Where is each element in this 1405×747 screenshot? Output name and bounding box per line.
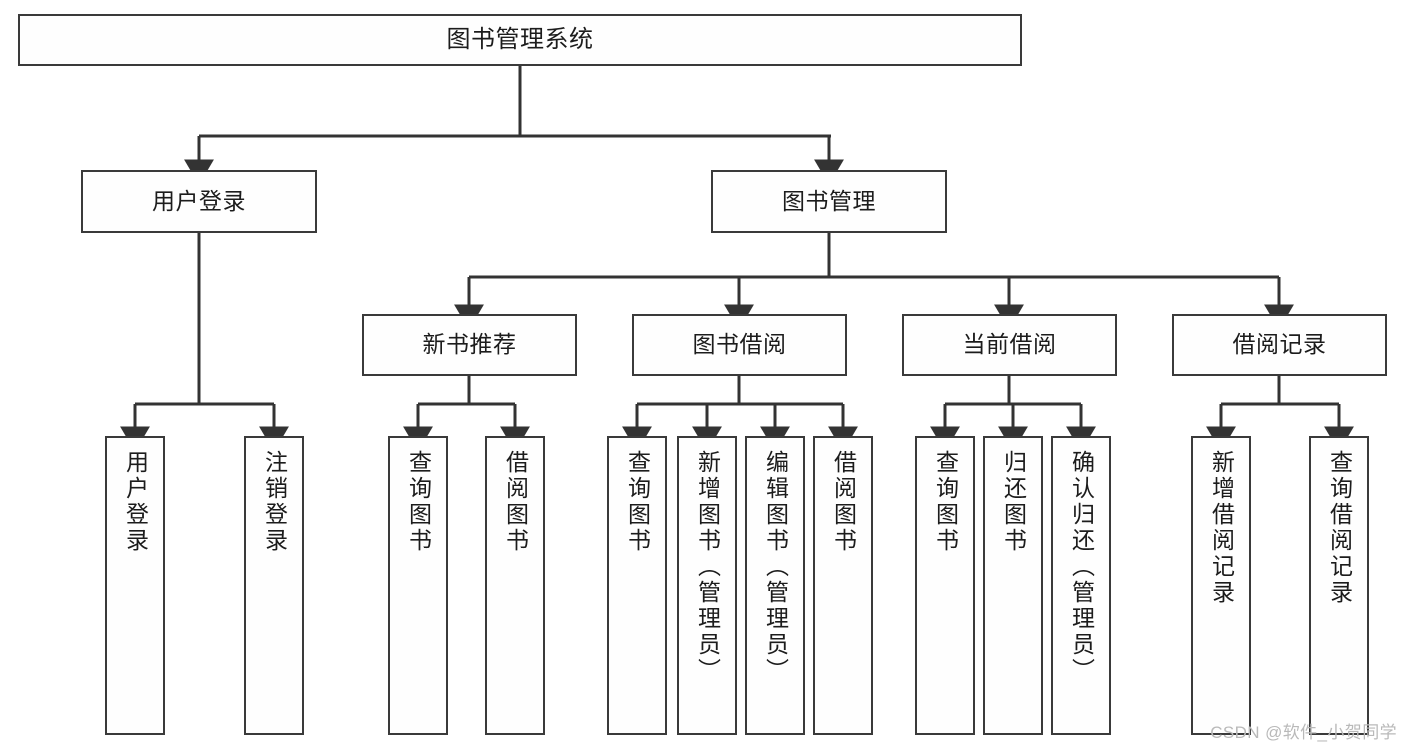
node-level3-current-borrow-label: 当前借阅 bbox=[962, 331, 1057, 358]
node-leaf-add-borrow-record[interactable]: 新增借阅记录 bbox=[1191, 436, 1251, 735]
node-leaf-confirm-return-admin[interactable]: 确认归还（管理员） bbox=[1051, 436, 1111, 735]
node-level2-user-login[interactable]: 用户登录 bbox=[81, 170, 317, 233]
watermark: CSDN @软件_小贺同学 bbox=[1210, 723, 1397, 742]
node-leaf-confirm-return-admin-label: 确认归还（管理员） bbox=[1068, 450, 1095, 684]
node-level3-book-borrow-label: 图书借阅 bbox=[692, 331, 787, 358]
node-level2-user-login-label: 用户登录 bbox=[152, 187, 246, 214]
node-level3-borrow-record[interactable]: 借阅记录 bbox=[1172, 314, 1387, 376]
node-leaf-borrow-book[interactable]: 借阅图书 bbox=[813, 436, 873, 735]
node-level3-current-borrow[interactable]: 当前借阅 bbox=[902, 314, 1117, 376]
node-root-label: 图书管理系统 bbox=[446, 25, 594, 53]
node-leaf-return-book-label: 归还图书 bbox=[1000, 450, 1027, 554]
node-level2-book-management[interactable]: 图书管理 bbox=[711, 170, 947, 233]
node-leaf-borrow-book-recommend[interactable]: 借阅图书 bbox=[485, 436, 545, 735]
node-leaf-add-book-admin-label: 新增图书（管理员） bbox=[694, 450, 721, 684]
node-leaf-borrow-book-label: 借阅图书 bbox=[830, 450, 857, 554]
node-level3-book-borrow[interactable]: 图书借阅 bbox=[632, 314, 847, 376]
node-level3-new-book-recommend[interactable]: 新书推荐 bbox=[362, 314, 577, 376]
node-leaf-query-book-recommend[interactable]: 查询图书 bbox=[388, 436, 448, 735]
node-root[interactable]: 图书管理系统 bbox=[18, 14, 1022, 66]
node-level2-book-management-label: 图书管理 bbox=[782, 187, 876, 214]
node-leaf-query-book-borrow-label: 查询图书 bbox=[624, 450, 651, 554]
node-level3-borrow-record-label: 借阅记录 bbox=[1232, 331, 1327, 358]
node-leaf-user-login[interactable]: 用户登录 bbox=[105, 436, 165, 735]
node-leaf-edit-book-admin-label: 编辑图书（管理员） bbox=[762, 450, 789, 684]
node-leaf-query-book-recommend-label: 查询图书 bbox=[405, 450, 432, 554]
node-leaf-query-borrow-record[interactable]: 查询借阅记录 bbox=[1309, 436, 1369, 735]
node-leaf-user-login-label: 用户登录 bbox=[122, 450, 149, 554]
node-leaf-add-borrow-record-label: 新增借阅记录 bbox=[1208, 450, 1235, 606]
node-leaf-add-book-admin[interactable]: 新增图书（管理员） bbox=[677, 436, 737, 735]
node-leaf-query-book-borrow[interactable]: 查询图书 bbox=[607, 436, 667, 735]
node-leaf-edit-book-admin[interactable]: 编辑图书（管理员） bbox=[745, 436, 805, 735]
node-leaf-return-book[interactable]: 归还图书 bbox=[983, 436, 1043, 735]
node-leaf-query-book-current-label: 查询图书 bbox=[932, 450, 959, 554]
node-leaf-query-book-current[interactable]: 查询图书 bbox=[915, 436, 975, 735]
node-leaf-user-logout-label: 注销登录 bbox=[261, 450, 288, 554]
node-leaf-borrow-book-recommend-label: 借阅图书 bbox=[502, 450, 529, 554]
node-level3-new-book-recommend-label: 新书推荐 bbox=[422, 331, 517, 358]
node-leaf-user-logout[interactable]: 注销登录 bbox=[244, 436, 304, 735]
node-leaf-query-borrow-record-label: 查询借阅记录 bbox=[1326, 450, 1353, 606]
